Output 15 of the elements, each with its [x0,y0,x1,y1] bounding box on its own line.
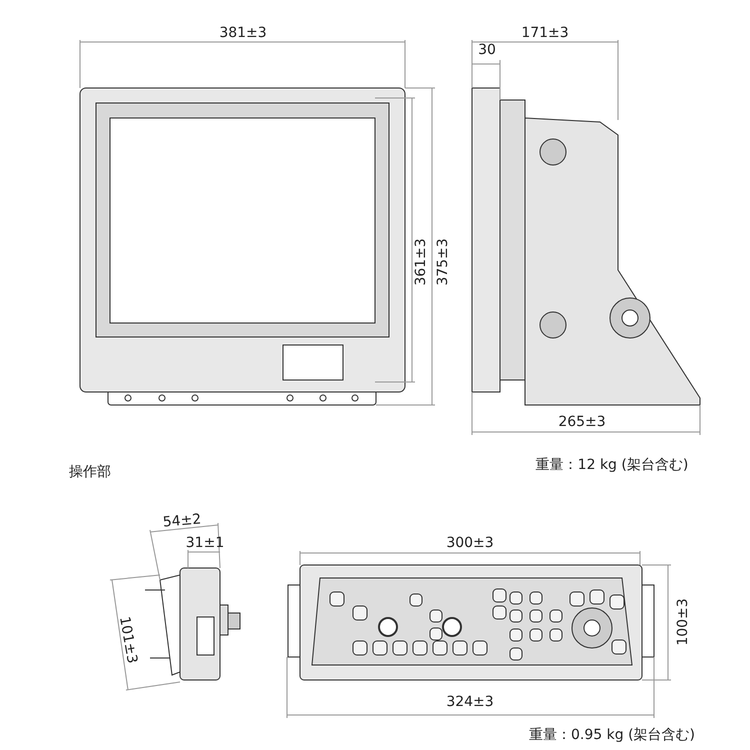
dimension-label: 100±3 [675,598,691,646]
dimension-label: 54±2 [162,511,202,531]
dimension-label: 375±3 [435,238,451,286]
dimension-label: 300±3 [446,535,494,551]
dimension-label: 361±3 [413,238,429,286]
section-title: 操作部 [69,464,111,480]
weight-note: 重量：0.95 kg (架台含む) [529,727,695,743]
weight-note: 重量：12 kg (架台含む) [536,457,688,473]
dimension-label: 101±3 [116,615,140,665]
dimension-label: 30 [478,42,496,58]
dimension-label: 265±3 [558,414,606,430]
dimension-label: 171±3 [521,25,569,41]
dimension-label: 381±3 [219,25,267,41]
dimension-label: 31±1 [186,535,224,551]
dimension-label: 324±3 [446,694,494,710]
